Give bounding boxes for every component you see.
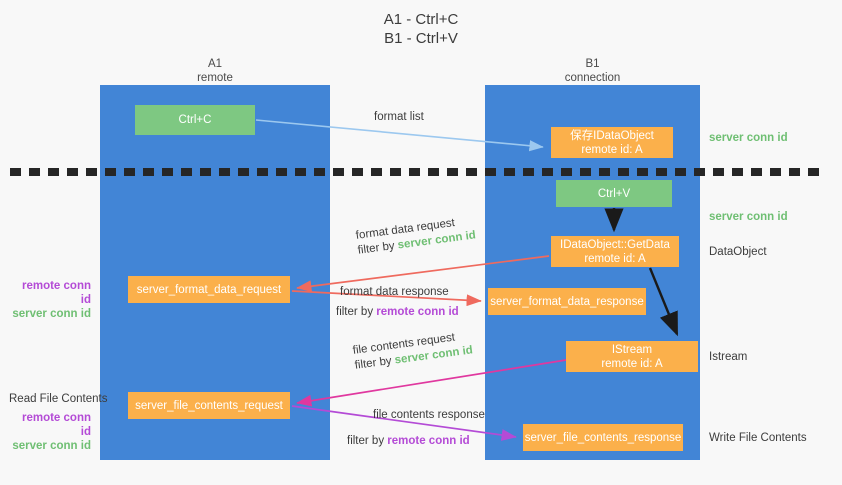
label-server-conn-id-2: server conn id bbox=[12, 440, 91, 452]
node-ctrl-c-label: Ctrl+C bbox=[178, 114, 212, 126]
node-server-file-contents-request[interactable]: server_file_contents_request bbox=[128, 392, 290, 419]
label-dataobject: DataObject bbox=[709, 246, 767, 258]
dashed-separator bbox=[10, 168, 825, 176]
node-server-format-data-request-label: server_format_data_request bbox=[136, 283, 282, 296]
node-save-idataobject-line1: 保存IDataObject bbox=[570, 129, 654, 142]
column-b1-name: B1 bbox=[585, 58, 600, 70]
label-server-conn-id-mid: server conn id bbox=[709, 211, 788, 223]
node-getdata-line1: IDataObject::GetData bbox=[560, 238, 670, 251]
node-getdata-line2: remote id: A bbox=[584, 252, 646, 265]
label-read-file-contents: Read File Contents bbox=[9, 393, 108, 405]
filter-remote-conn-id-2: remote conn id bbox=[376, 306, 459, 318]
edge-label-format-data-request: format data request filter by server con… bbox=[355, 213, 477, 258]
node-ctrl-c[interactable]: Ctrl+C bbox=[135, 105, 255, 135]
title-line-1: A1 - Ctrl+C bbox=[383, 11, 459, 28]
title-line-2: B1 - Ctrl+V bbox=[384, 30, 458, 47]
column-header-a1: A1 remote bbox=[100, 57, 330, 85]
edge-label-file-contents-request: file contents request filter by server c… bbox=[352, 328, 474, 373]
label-server-conn-id-1: server conn id bbox=[12, 308, 91, 320]
label-remote-conn-id-2: remote conn id bbox=[21, 412, 91, 438]
filter-by-text-4: filter by bbox=[347, 435, 388, 447]
column-b1-sub: connection bbox=[564, 72, 621, 84]
node-server-file-contents-response[interactable]: server_file_contents_response bbox=[523, 424, 683, 451]
edge-label-file-contents-response: file contents response bbox=[373, 409, 485, 421]
node-ctrl-v[interactable]: Ctrl+V bbox=[556, 180, 672, 207]
label-conn-ids-file: remote conn id server conn id bbox=[9, 411, 91, 453]
edge-label-file-contents-response-filter: filter by remote conn id bbox=[347, 434, 470, 449]
node-istream-line2: remote id: A bbox=[601, 357, 663, 370]
label-istream: Istream bbox=[709, 351, 748, 363]
edge-label-format-list: format list bbox=[374, 111, 424, 123]
node-server-format-data-request[interactable]: server_format_data_request bbox=[128, 276, 290, 303]
column-header-b1: B1 connection bbox=[485, 57, 700, 85]
node-istream[interactable]: IStream remote id: A bbox=[566, 341, 698, 372]
filter-remote-conn-id-4: remote conn id bbox=[387, 435, 470, 447]
filter-by-text-1: filter by bbox=[357, 239, 399, 257]
label-server-conn-id-top: server conn id bbox=[709, 132, 788, 144]
edge-label-format-data-response-filter: filter by remote conn id bbox=[336, 305, 459, 320]
node-server-file-contents-request-label: server_file_contents_request bbox=[135, 399, 283, 412]
node-ctrl-v-label: Ctrl+V bbox=[597, 187, 631, 200]
node-save-idataobject[interactable]: 保存IDataObject remote id: A bbox=[551, 127, 673, 158]
page-title: A1 - Ctrl+C B1 - Ctrl+V bbox=[0, 10, 842, 48]
node-server-format-data-response-label: server_format_data_response bbox=[490, 295, 644, 308]
node-save-idataobject-line2: remote id: A bbox=[581, 143, 643, 156]
label-conn-ids-format: remote conn id server conn id bbox=[9, 279, 91, 321]
label-write-file-contents: Write File Contents bbox=[709, 432, 807, 444]
column-a1-name: A1 bbox=[207, 58, 223, 70]
edge-label-format-data-response: format data response bbox=[340, 286, 449, 298]
column-a1-sub: remote bbox=[197, 72, 233, 84]
filter-by-text-3: filter by bbox=[354, 354, 396, 372]
label-remote-conn-id-1: remote conn id bbox=[21, 280, 91, 306]
node-server-file-contents-response-label: server_file_contents_response bbox=[524, 431, 682, 444]
node-istream-line1: IStream bbox=[611, 343, 653, 356]
filter-by-text-2: filter by bbox=[336, 306, 377, 318]
node-idataobject-getdata[interactable]: IDataObject::GetData remote id: A bbox=[551, 236, 679, 267]
node-server-format-data-response[interactable]: server_format_data_response bbox=[488, 288, 646, 315]
